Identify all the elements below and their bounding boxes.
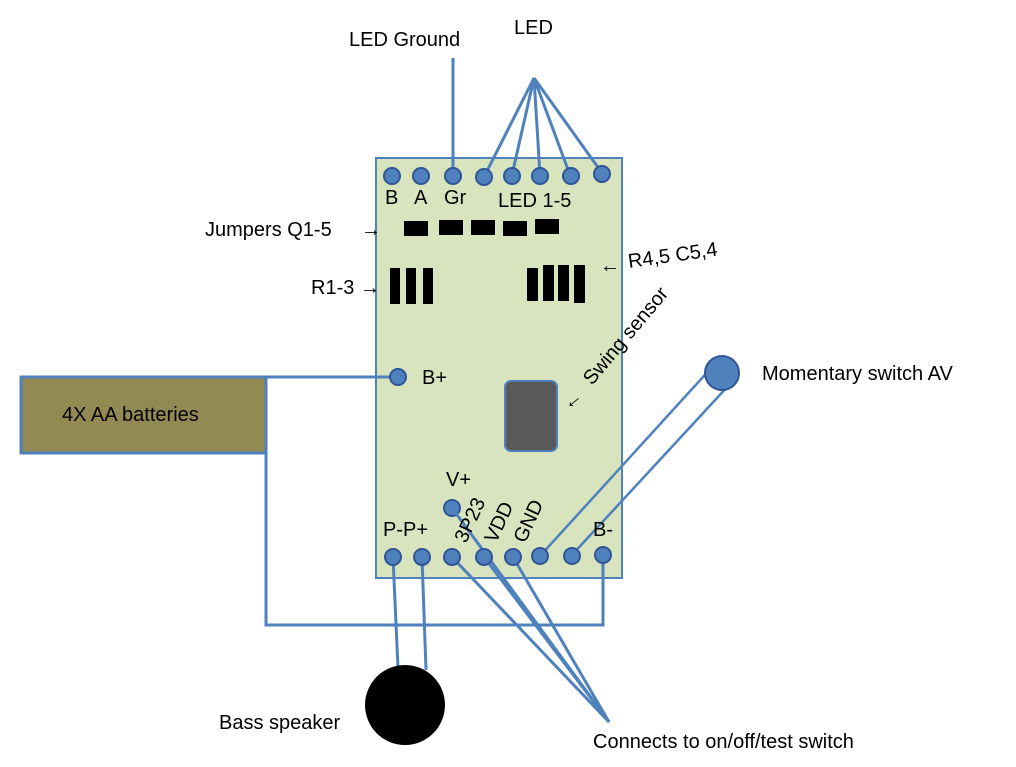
momentary-switch (704, 355, 740, 391)
battery-label: 4X AA batteries (62, 404, 199, 426)
led-wires (482, 77, 604, 178)
p-minus-p-plus-label: P-P+ (383, 519, 428, 541)
momentary-switch-wires (539, 365, 730, 557)
led-ground-label: LED Ground (349, 29, 460, 51)
b-plus-label: B+ (422, 367, 447, 389)
pin-b-label: B (385, 187, 398, 209)
r4-c5-arrow: ← (600, 255, 620, 277)
switch-connection-label: Connects to on/off/test switch (593, 731, 854, 753)
resistors-r1-3 (390, 268, 433, 304)
bottom-pads (384, 546, 612, 566)
momentary-switch-label: Momentary switch AV (762, 363, 953, 385)
resistors-caps-r4-5-c5-4 (527, 265, 585, 303)
led-label: LED (514, 17, 553, 39)
pin-a-label: A (414, 187, 428, 209)
bass-speaker-label: Bass speaker (219, 712, 341, 734)
bass-speaker (365, 665, 445, 745)
v-plus-label: V+ (446, 469, 471, 491)
pad-switch-2 (563, 547, 581, 565)
switch-connection-wires (450, 507, 611, 724)
pad-p-plus (413, 548, 431, 566)
battery-minus-wire (264, 453, 605, 627)
pad-led-3 (531, 167, 549, 185)
pad-b-minus (594, 546, 612, 564)
pad-a (412, 167, 430, 185)
pad-b-plus (389, 368, 407, 386)
jumpers-label: Jumpers Q1-5 (205, 219, 332, 241)
r1-3-arrow: → (360, 277, 380, 299)
swing-sensor (504, 380, 558, 452)
jumpers-q1-5 (404, 219, 559, 236)
led-1-5-label: LED 1-5 (498, 190, 571, 212)
b-minus-label: B- (593, 519, 613, 541)
top-pads (383, 165, 611, 186)
pad-switch-1 (531, 547, 549, 565)
pad-led-2 (503, 167, 521, 185)
r4-c5-label: R4,5 C5,4 (627, 239, 719, 273)
jumpers-arrow: → (361, 219, 381, 241)
pad-led-4 (562, 167, 580, 185)
battery-pack (19, 375, 268, 455)
pad-led-1 (475, 168, 493, 186)
pad-vdd (475, 548, 493, 566)
speaker-wires (391, 556, 428, 671)
pad-led-5 (593, 165, 611, 183)
pad-gnd (504, 548, 522, 566)
pin-gr-label: Gr (444, 187, 467, 209)
r1-3-label: R1-3 (311, 277, 354, 299)
pad-gr (444, 167, 462, 185)
pad-3p23 (443, 548, 461, 566)
pad-p-minus (384, 548, 402, 566)
pad-b (383, 167, 401, 185)
